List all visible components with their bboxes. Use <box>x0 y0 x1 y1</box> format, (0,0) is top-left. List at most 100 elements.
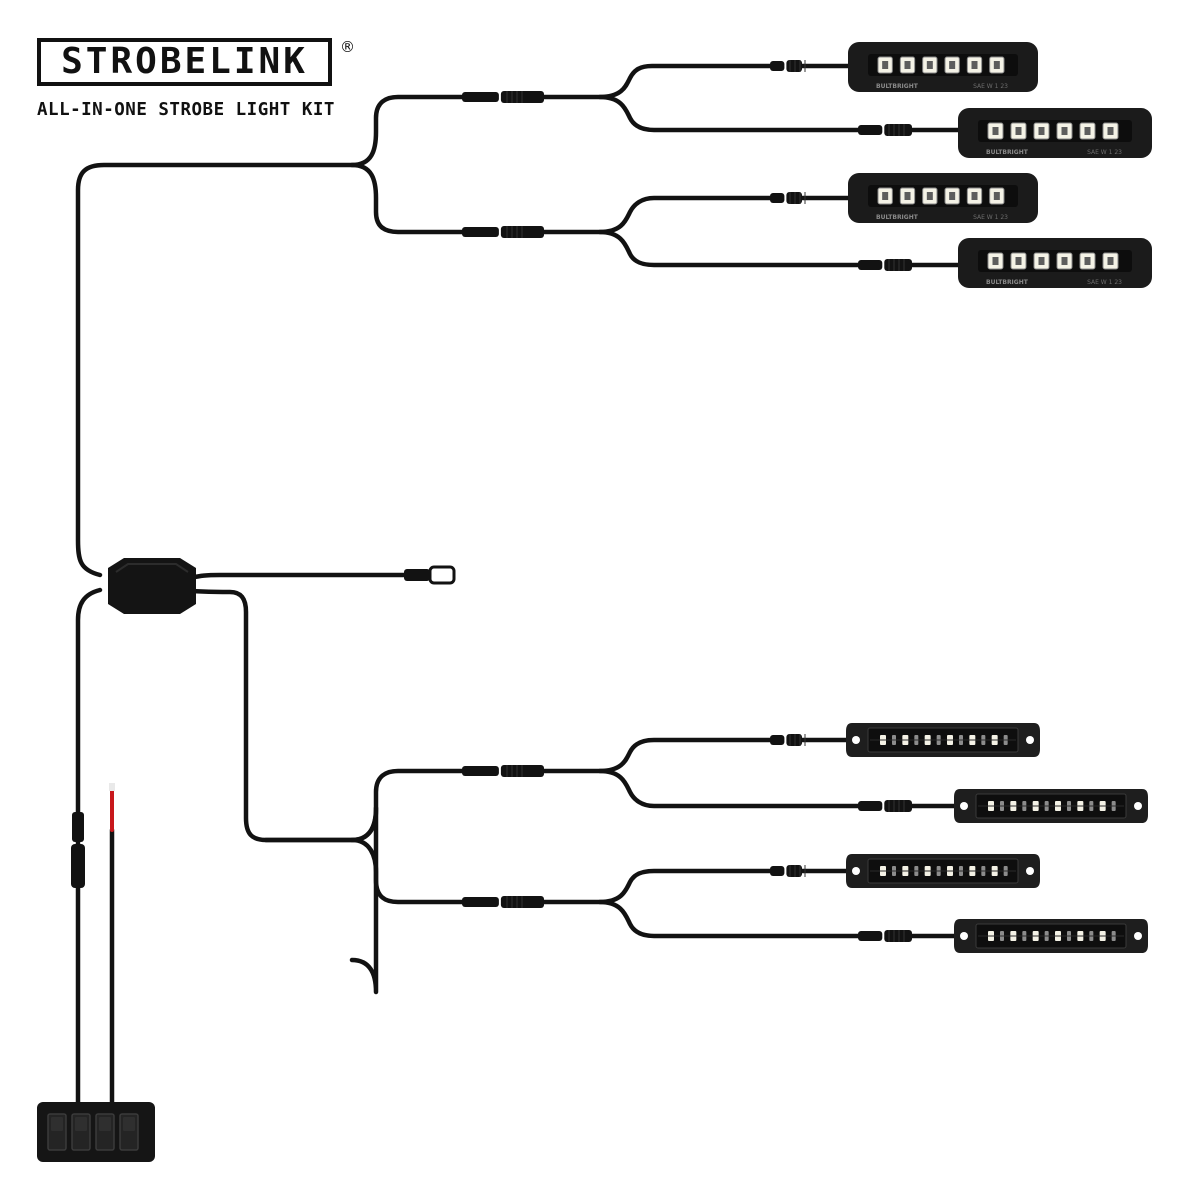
trunk-lower-b <box>263 837 473 905</box>
upper-strobe-light-2-maker-label: BULTBRIGHT <box>986 149 1029 156</box>
upper-strobe-light-3-led-chip <box>949 192 956 200</box>
inline-connector-8 <box>858 259 912 271</box>
lower-strobe-light-2 <box>954 789 1148 823</box>
upper-strobe-light-1-led-chip <box>926 61 933 69</box>
output-connector-body <box>404 569 430 581</box>
branch-lower-b2 <box>597 899 863 939</box>
upper-strobe-light-1-led-chip <box>949 61 956 69</box>
branch-upper-b1 <box>537 195 773 235</box>
inline-connector-10-female <box>884 800 912 812</box>
upper-strobe-light-2-code-label: SAE W 1 23 <box>1087 149 1122 156</box>
module-output-lead <box>187 572 411 581</box>
control-module-body <box>108 558 196 614</box>
upper-strobe-light-3-led-chip <box>926 192 933 200</box>
upper-strobe-light-1-maker-label: BULTBRIGHT <box>876 83 919 90</box>
inline-connector-12-female <box>884 930 912 942</box>
switch-panel <box>37 1102 155 1162</box>
upper-strobe-light-4: BULTBRIGHT SAE W 1 23 <box>958 238 1152 288</box>
brand-name: STROBELINK <box>61 41 308 82</box>
upper-strobe-light-3-led-chip <box>993 192 1000 200</box>
lower-strobe-light-1 <box>846 723 1040 757</box>
upper-strobe-light-4-led-chip <box>1107 257 1114 265</box>
inline-connector-2-male <box>462 227 499 237</box>
upper-strobe-light-4-led-chip <box>992 257 999 265</box>
inline-connector-2 <box>462 226 544 238</box>
upper-strobe-light-3: BULTBRIGHT SAE W 1 23 <box>848 173 1038 223</box>
trunk-lower-a <box>349 768 473 843</box>
inline-connector-6-female <box>884 124 912 136</box>
branch-upper-b2 <box>597 229 863 268</box>
branch-upper-a2 <box>597 94 863 133</box>
upper-strobe-light-2-led-chip <box>1084 127 1091 135</box>
lower-strobe-light-2-mount-hole-right <box>1134 802 1142 810</box>
lower-strobe-light-1-mount-hole-left <box>852 736 860 744</box>
trunk-upper-lower-split <box>349 162 473 235</box>
inline-connector-9-male <box>770 735 785 745</box>
inline-connector-8-male <box>858 260 883 270</box>
inline-connector-6-male <box>858 125 883 135</box>
inline-connector-9 <box>770 734 806 746</box>
branch-upper-a1 <box>537 63 773 100</box>
inline-connector-11 <box>770 865 806 877</box>
upper-strobe-light-1-led-chip <box>993 61 1000 69</box>
upper-strobe-light-2-led-chip <box>1015 127 1022 135</box>
upper-strobe-light-2-led-chip <box>992 127 999 135</box>
inline-connector-10-male <box>858 801 883 811</box>
upper-strobe-light-1-code-label: SAE W 1 23 <box>973 83 1008 90</box>
upper-strobe-light-3-led-chip <box>904 192 911 200</box>
lower-strobe-light-2-mount-hole-left <box>960 802 968 810</box>
output-connector <box>404 565 456 585</box>
output-connector-socket <box>428 565 456 585</box>
registered-mark: ® <box>340 38 355 56</box>
inline-connector-7 <box>770 192 806 204</box>
upper-strobe-light-1-led-chip <box>904 61 911 69</box>
inline-connector-7-male <box>770 193 785 203</box>
harness-connector-female <box>71 844 85 888</box>
inline-connector-4-male <box>462 897 499 907</box>
upper-strobe-light-4-led-chip <box>1015 257 1022 265</box>
brand-tagline: ALL-IN-ONE STROBE LIGHT KIT <box>37 100 335 120</box>
harness-connector-male <box>72 812 84 842</box>
inline-connector-8-female <box>884 259 912 271</box>
lower-strobe-light-4-mount-hole-right <box>1134 932 1142 940</box>
branch-lower-a2 <box>597 768 863 809</box>
inline-connector-12-male <box>858 931 883 941</box>
trunk-upper <box>75 94 473 578</box>
upper-strobe-light-3-led-chip <box>971 192 978 200</box>
cable-harness <box>75 63 963 1108</box>
upper-strobe-light-1-led-chip <box>971 61 978 69</box>
lower-strobe-light-3-mount-hole-right <box>1026 867 1034 875</box>
lower-strobe-light-3 <box>846 854 1040 888</box>
upper-strobe-light-4-led-chip <box>1061 257 1068 265</box>
upper-strobe-light-2-led-chip <box>1038 127 1045 135</box>
rocker-switch-top-4 <box>123 1117 135 1131</box>
upper-strobe-light-4-maker-label: BULTBRIGHT <box>986 279 1029 286</box>
upper-strobe-light-2: BULTBRIGHT SAE W 1 23 <box>958 108 1152 158</box>
inline-connector-1 <box>462 91 544 103</box>
harness-connector <box>71 812 85 888</box>
upper-strobe-light-2-led-chip <box>1107 127 1114 135</box>
control-module <box>108 558 196 614</box>
inline-connectors <box>71 60 912 942</box>
branch-lower-b1 <box>537 868 773 905</box>
upper-strobe-light-3-maker-label: BULTBRIGHT <box>876 214 919 221</box>
inline-connector-10 <box>858 800 912 812</box>
lower-strobe-light-4 <box>954 919 1148 953</box>
upper-strobe-light-4-code-label: SAE W 1 23 <box>1087 279 1122 286</box>
upper-strobe-light-4-led-chip <box>1084 257 1091 265</box>
upper-strobe-light-3-code-label: SAE W 1 23 <box>973 214 1008 221</box>
upper-strobe-light-1: BULTBRIGHT SAE W 1 23 <box>848 42 1038 92</box>
lower-strobe-lights <box>846 723 1148 953</box>
inline-connector-4 <box>462 896 544 908</box>
inline-connector-6 <box>858 124 912 136</box>
lower-strobe-light-1-mount-hole-right <box>1026 736 1034 744</box>
switch-harness-main <box>75 587 103 1108</box>
brand-logo: STROBELINK <box>37 38 332 86</box>
lower-strobe-light-4-mount-hole-left <box>960 932 968 940</box>
branch-lower-a1 <box>537 737 773 774</box>
upper-strobe-light-3-led-chip <box>882 192 889 200</box>
upper-strobe-lights: BULTBRIGHT SAE W 1 23 BULTBRIGHT SAE W 1 23… <box>848 42 1152 288</box>
rocker-switch-top-2 <box>75 1117 87 1131</box>
